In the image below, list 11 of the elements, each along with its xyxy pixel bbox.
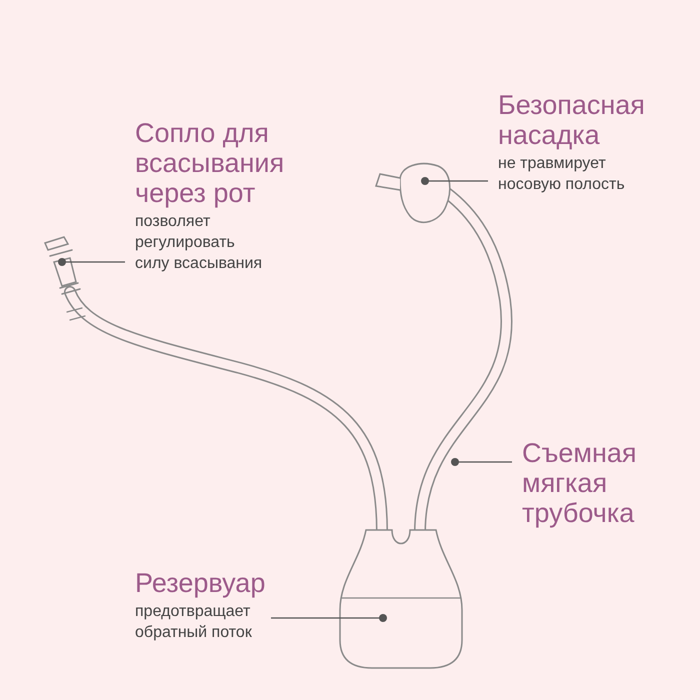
callout-description: не травмирует носовую полость bbox=[498, 154, 626, 195]
callout-title: Резервуар bbox=[135, 568, 266, 598]
callout-title: Сопло для всасывания через рот bbox=[135, 118, 286, 208]
callout-title: Съемная мягкая трубочка bbox=[522, 438, 638, 528]
leader-line bbox=[421, 177, 488, 185]
callout-title: Безопасная насадка bbox=[498, 90, 646, 150]
callout-description: предотвращает обратный поток bbox=[135, 602, 253, 643]
leader-line bbox=[451, 458, 512, 466]
callout-description: позволяет регулировать силу всасывания bbox=[135, 212, 264, 274]
leader-line bbox=[271, 614, 387, 622]
leader-line bbox=[58, 258, 125, 266]
